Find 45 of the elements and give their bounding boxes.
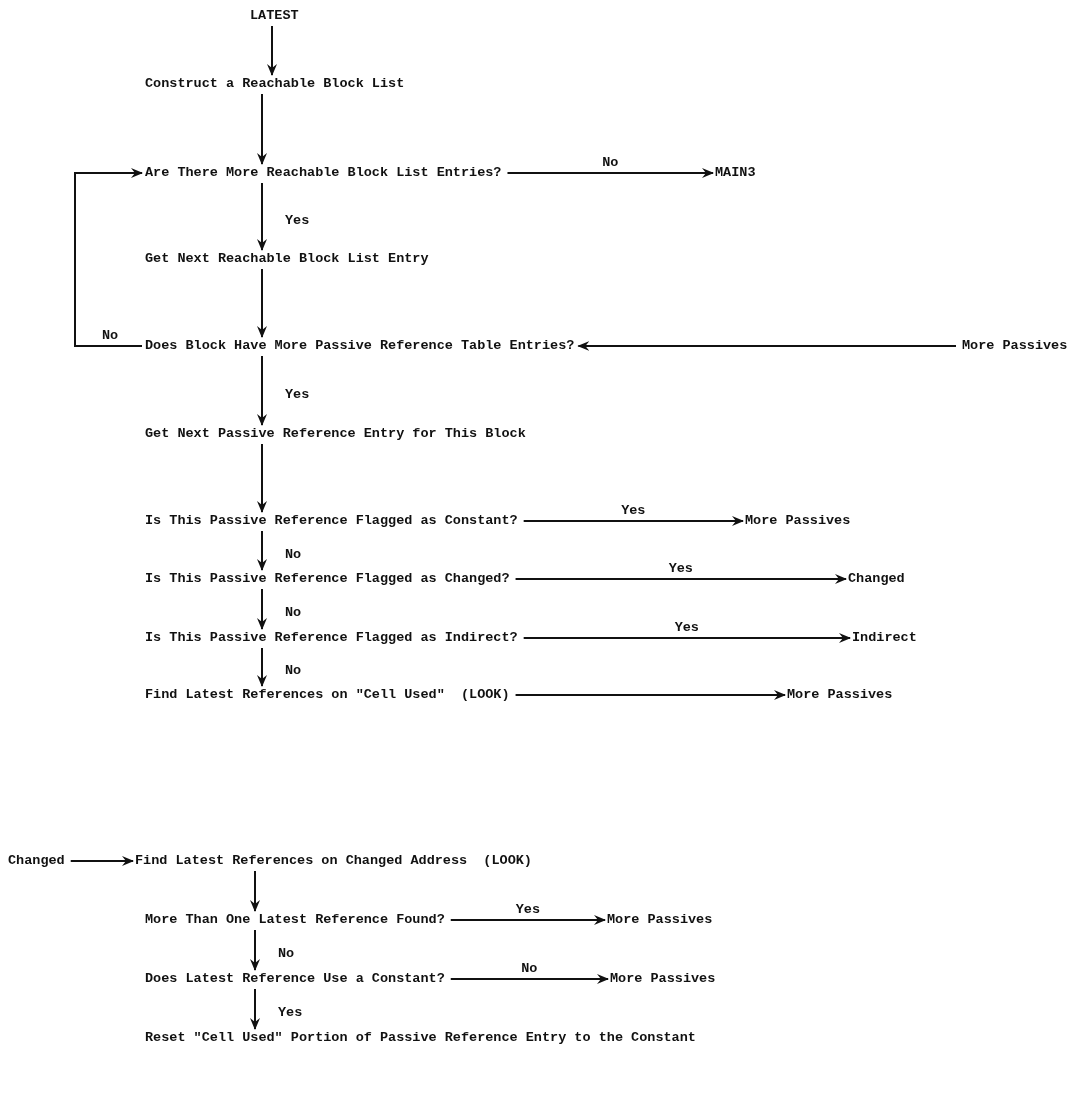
arrow: [257, 182, 267, 251]
arrow: [257, 93, 267, 165]
flow-step-text: Construct a Reachable Block List: [145, 76, 405, 92]
arrow: [514, 574, 847, 584]
flow-step-text: Are There More Reachable Block List Entries?: [145, 165, 502, 181]
arrow: [257, 355, 267, 426]
flow-step-text: Find Latest References on Changed Address (LOOK): [135, 853, 532, 869]
arrow: [74, 168, 143, 347]
arrow: [506, 168, 714, 178]
arrow: [449, 974, 609, 984]
flow-step-text: Is This Passive Reference Flagged as Indirect?: [145, 630, 518, 646]
arrow: [69, 856, 134, 866]
arrow: [514, 690, 786, 700]
flow-step-text: LATEST: [250, 8, 299, 24]
arrow: [250, 870, 260, 912]
arrow: [257, 530, 267, 571]
flow-step-text: Indirect: [852, 630, 917, 646]
flow-step-text: Is This Passive Reference Flagged as Changed?: [145, 571, 510, 587]
arrow: [257, 268, 267, 338]
flow-step-text: Reset "Cell Used" Portion of Passive Reference Entry to the Constant: [145, 1030, 696, 1046]
flow-step-text: Changed: [848, 571, 905, 587]
arrow: [250, 988, 260, 1030]
flow-step-text: More Passives: [745, 513, 851, 529]
flow-step-text: Is This Passive Reference Flagged as Constant?: [145, 513, 518, 529]
flow-step-text: MAIN3: [715, 165, 756, 181]
flow-step-text: Get Next Passive Reference Entry for This Block: [145, 426, 526, 442]
flow-step-text: More Than One Latest Reference Found?: [145, 912, 445, 928]
flow-step-text: Find Latest References on "Cell Used" (LOOK): [145, 687, 510, 703]
flow-step-text: More Passives: [787, 687, 893, 703]
flow-step-text: More Passives: [610, 971, 716, 987]
flow-step-text: More Passives: [607, 912, 713, 928]
arrow: [522, 516, 744, 526]
flow-step-text: More Passives: [962, 338, 1068, 354]
flow-step-text: Changed: [8, 853, 65, 869]
arrow: [577, 341, 957, 351]
arrow: [257, 647, 267, 687]
flow-step-text: Does Latest Reference Use a Constant?: [145, 971, 445, 987]
flow-step-text: Get Next Reachable Block List Entry: [145, 251, 429, 267]
arrow: [449, 915, 606, 925]
flow-step-text: Does Block Have More Passive Reference Table Entries?: [145, 338, 575, 354]
arrow: [267, 25, 277, 76]
arrow: [257, 443, 267, 513]
arrow: [250, 929, 260, 971]
arrow: [522, 633, 851, 643]
arrow: [257, 588, 267, 630]
